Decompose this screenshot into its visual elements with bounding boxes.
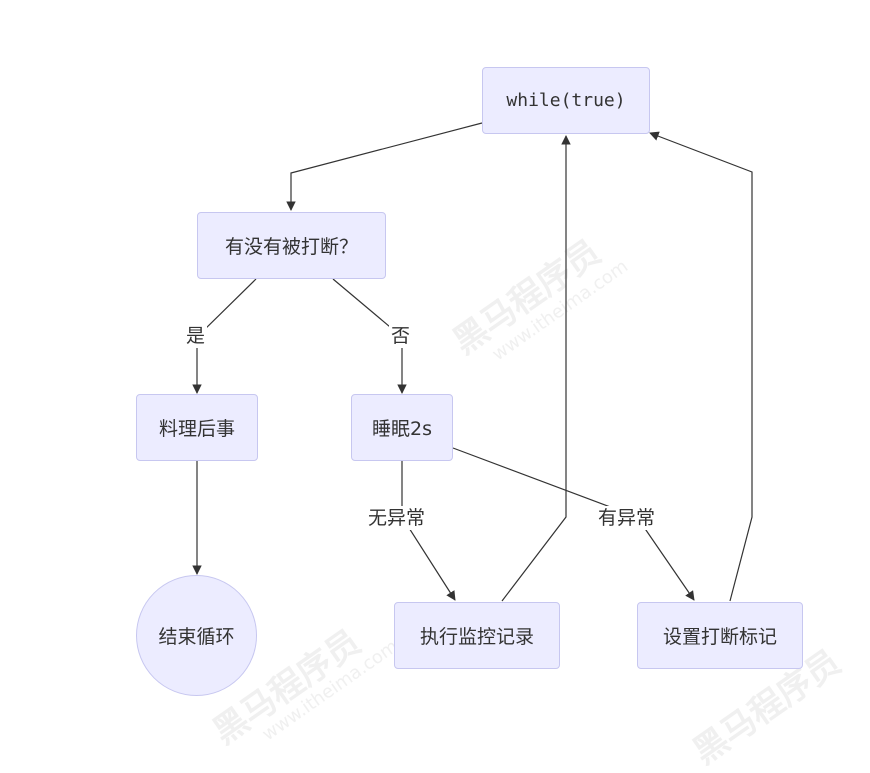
edge-sleep-to-flag: [452, 447, 695, 601]
node-sleep: 睡眠2s: [351, 394, 453, 461]
edge-label-no: 否: [389, 324, 413, 348]
edge-log-to-while: [501, 135, 571, 602]
node-log-monitor: 执行监控记录: [394, 602, 560, 669]
edge-while-to-check: [286, 122, 483, 211]
node-while-true: while(true): [482, 67, 650, 134]
node-end-loop: 结束循环: [136, 575, 257, 696]
node-set-flag: 设置打断标记: [637, 602, 803, 669]
edge-label-yes: 是: [184, 324, 208, 348]
edge-sleep-to-log: [401, 461, 456, 601]
edge-flag-to-while: [649, 131, 753, 602]
edge-label-no-exception: 无异常: [366, 506, 428, 530]
node-cleanup: 料理后事: [136, 394, 258, 461]
edge-label-has-exception: 有异常: [596, 506, 658, 530]
node-interrupted-check: 有没有被打断？: [197, 212, 386, 279]
